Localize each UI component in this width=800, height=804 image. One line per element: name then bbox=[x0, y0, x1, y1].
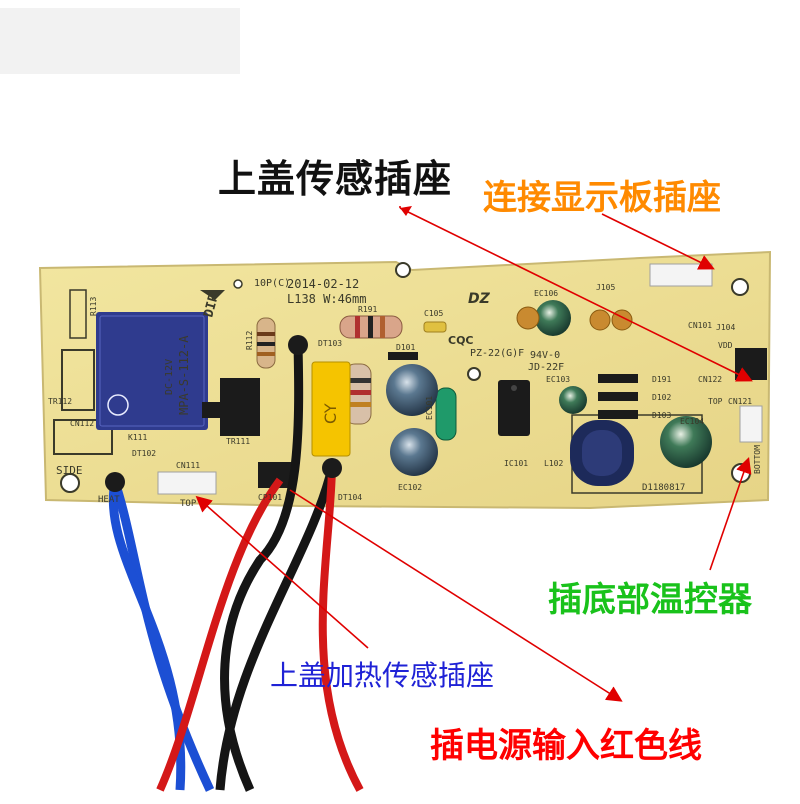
silk-cn101: CN101 bbox=[688, 321, 712, 330]
cqc-logo: CQC bbox=[448, 334, 474, 347]
ceramic-cap bbox=[589, 309, 611, 331]
silk-heat: HEAT bbox=[98, 495, 120, 505]
diode-d103 bbox=[598, 410, 638, 419]
silk-cn121: CN121 bbox=[728, 397, 752, 406]
silk-cn111: CN111 bbox=[176, 461, 200, 470]
silk-vdd: VDD bbox=[718, 341, 733, 350]
capacitor-cy bbox=[311, 361, 351, 457]
relay-model: MPA-S-112-A bbox=[177, 335, 191, 415]
silk-k111: K111 bbox=[128, 433, 147, 442]
silk-cn112: CN112 bbox=[70, 419, 94, 428]
ic101 bbox=[498, 380, 530, 436]
silk-ec104: EC104 bbox=[680, 417, 704, 426]
silk-cp101: CP101 bbox=[258, 493, 282, 502]
silk-d102: D102 bbox=[652, 393, 671, 402]
connector-cn121 bbox=[739, 405, 763, 443]
ceramic-cap bbox=[516, 306, 540, 330]
inductor-green bbox=[435, 387, 457, 441]
pcb-dims: L138 W:46mm bbox=[287, 292, 366, 306]
label-bottom-thermostat: 插底部温控器 bbox=[548, 580, 752, 620]
label-top-sensor-socket: 上盖传感插座 bbox=[218, 157, 453, 201]
silk-c105: C105 bbox=[424, 309, 443, 318]
silk-r113: R113 bbox=[89, 297, 98, 316]
silk-ec106: EC106 bbox=[534, 289, 558, 298]
arrow-power bbox=[289, 489, 623, 702]
silk-l102: L102 bbox=[544, 459, 563, 468]
silk-ec103: EC103 bbox=[546, 375, 570, 384]
arrow-top-sensor bbox=[399, 207, 753, 382]
silk-ec102: EC102 bbox=[398, 483, 422, 492]
silk-r112: R112 bbox=[245, 331, 254, 350]
label-lid-heat-sensor-socket: 上盖加热传感插座 bbox=[270, 659, 495, 692]
mount-hole bbox=[395, 262, 411, 278]
connector-cn111 bbox=[157, 471, 217, 495]
arrow-bottom bbox=[709, 456, 752, 571]
capacitor-ec104 bbox=[660, 416, 712, 468]
silk-j104: J104 bbox=[716, 323, 735, 332]
silk-side: SIDE bbox=[56, 464, 83, 477]
watermark-box bbox=[0, 8, 240, 74]
capacitor-ec102 bbox=[390, 428, 438, 476]
silk-top: TOP bbox=[180, 499, 197, 509]
silk-dt102: DT102 bbox=[132, 449, 156, 458]
connector-cn101 bbox=[649, 263, 713, 287]
relay-coil: DC-12V bbox=[164, 359, 175, 395]
wire-black bbox=[220, 344, 304, 792]
pcb-date: 2014-02-12 bbox=[287, 277, 359, 291]
silk-top2: TOP bbox=[708, 397, 723, 406]
dip-label: DIP bbox=[201, 292, 222, 319]
board-sub: JD-22F bbox=[528, 362, 564, 373]
pcb-serial: D1180817 bbox=[642, 483, 685, 493]
brand-logo: DZ bbox=[468, 291, 491, 307]
silk-d101: D101 bbox=[396, 343, 415, 352]
capacitor-ec106 bbox=[535, 300, 571, 336]
diode-d102 bbox=[598, 392, 638, 401]
silk-ic101: IC101 bbox=[504, 459, 528, 468]
board-code: 94V-0 bbox=[530, 350, 560, 361]
silk-ec101: EC101 bbox=[425, 396, 434, 420]
silk-cn122: CN122 bbox=[698, 375, 722, 384]
pcb-version: 10P(C) bbox=[254, 278, 290, 289]
arrow-display bbox=[601, 213, 715, 270]
silk-bottom: BOTTOM bbox=[753, 445, 762, 474]
label-power-input-red-wire: 插电源输入红色线 bbox=[430, 726, 702, 766]
silk-j105: J105 bbox=[596, 283, 615, 292]
diode-d191 bbox=[598, 374, 638, 383]
wire-red bbox=[156, 477, 284, 792]
pcb-code: PZ-22(G)F bbox=[470, 348, 524, 359]
cy-label: CY bbox=[321, 403, 340, 424]
silk-d191: D191 bbox=[652, 375, 671, 384]
diode-d101 bbox=[388, 352, 418, 360]
silk-dt103: DT103 bbox=[318, 339, 342, 348]
relay-cert-icon bbox=[107, 394, 129, 416]
capacitor-ec103 bbox=[559, 386, 587, 414]
capacitor-ec101 bbox=[386, 364, 438, 416]
wire-blue bbox=[110, 480, 215, 792]
label-display-board-socket: 连接显示板插座 bbox=[483, 178, 721, 218]
relay bbox=[96, 312, 208, 430]
mount-hole bbox=[731, 278, 749, 296]
triac-heatsink bbox=[220, 378, 260, 436]
arrow-heat-sensor bbox=[195, 495, 369, 649]
silk-tr112: TR112 bbox=[48, 397, 72, 406]
mount-hole bbox=[60, 473, 80, 493]
silk-d103: D103 bbox=[652, 411, 671, 420]
silk-dt104: DT104 bbox=[338, 493, 362, 502]
silk-r191: R191 bbox=[358, 305, 377, 314]
silk-tr111: TR111 bbox=[226, 437, 250, 446]
